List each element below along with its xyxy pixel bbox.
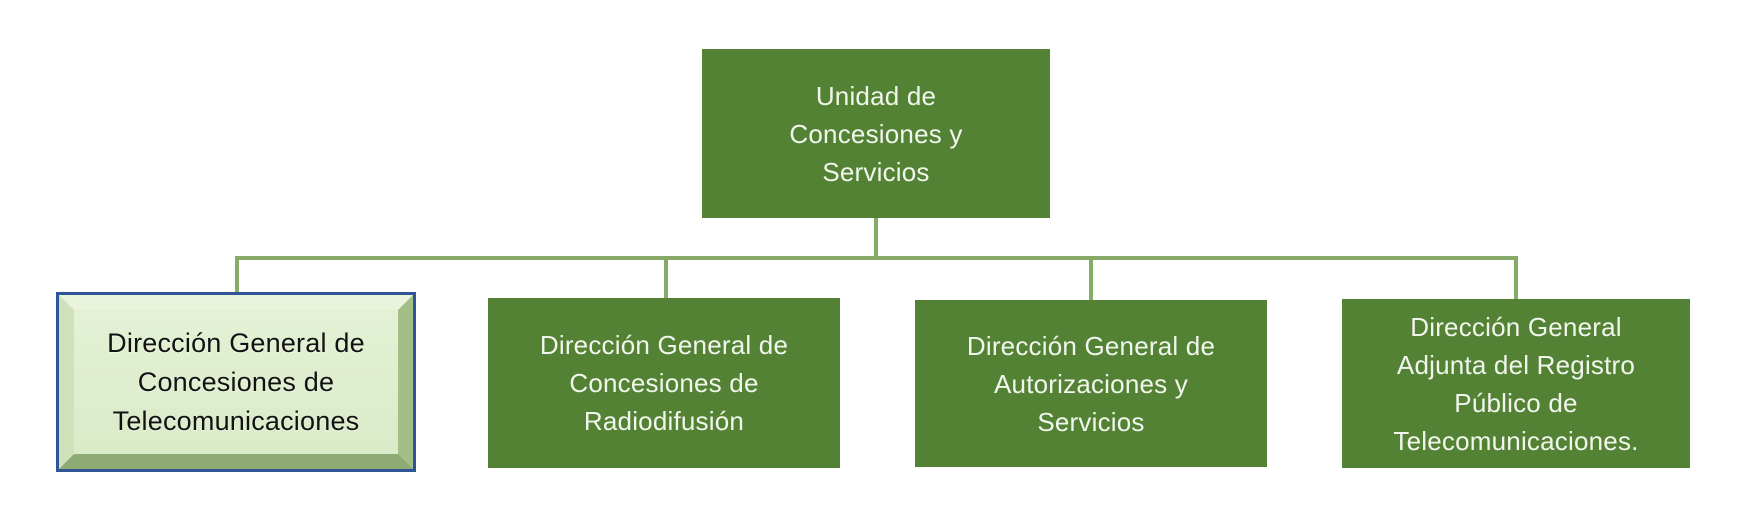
connector-stub-child-3 <box>1089 256 1093 302</box>
org-node-root-label: Unidad de Concesiones y Servicios <box>789 80 963 187</box>
org-node-label: Dirección General de Autorizaciones y Se… <box>966 330 1216 437</box>
org-node-autorizaciones-servicios[interactable]: Dirección General de Autorizaciones y Se… <box>915 300 1267 467</box>
connector-stub-child-4 <box>1514 256 1518 301</box>
selected-node-bevel: Dirección General de Concesiones de Tele… <box>59 295 413 469</box>
org-node-label: Dirección General Adjunta del Registro P… <box>1393 311 1639 456</box>
connector-root-stub <box>874 218 878 260</box>
org-node-concesiones-telecomunicaciones[interactable]: Dirección General de Concesiones de Tele… <box>56 292 416 472</box>
connector-rail <box>235 256 1518 260</box>
org-node-registro-publico[interactable]: Dirección General Adjunta del Registro P… <box>1342 299 1690 468</box>
connector-stub-child-2 <box>664 256 668 300</box>
org-node-label: Dirección General de Concesiones de Tele… <box>107 327 365 436</box>
connector-stub-child-1 <box>235 256 239 294</box>
org-node-root[interactable]: Unidad de Concesiones y Servicios <box>702 49 1050 218</box>
org-node-label: Dirección General de Concesiones de Radi… <box>539 330 789 436</box>
org-node-concesiones-radiodifusion[interactable]: Dirección General de Concesiones de Radi… <box>488 298 840 468</box>
